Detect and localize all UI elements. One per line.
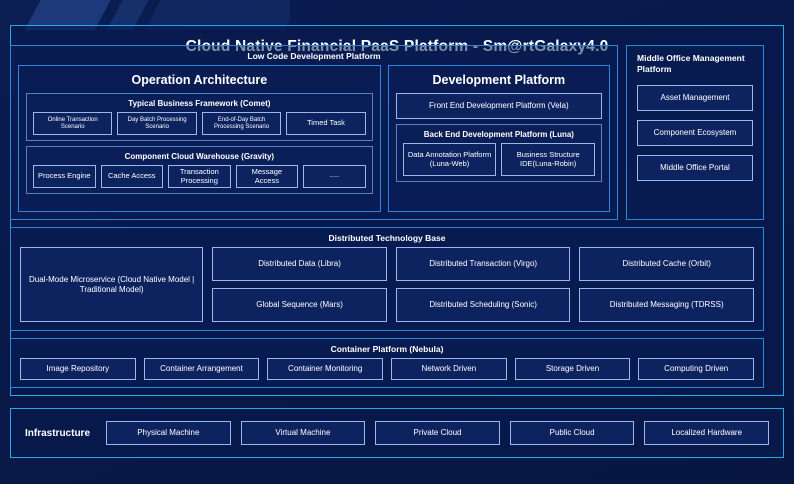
front-end-wrap: Front End Development Platform (Vela) bbox=[389, 93, 609, 124]
chip-container-monitoring[interactable]: Container Monitoring bbox=[267, 358, 384, 380]
container-platform-items: Image Repository Container Arrangement C… bbox=[11, 358, 763, 387]
typical-business-framework-title: Typical Business Framework (Comet) bbox=[128, 99, 271, 108]
operation-architecture-section: Operation Architecture Typical Business … bbox=[18, 65, 381, 212]
chip-computing-driven[interactable]: Computing Driven bbox=[638, 358, 755, 380]
chip-private-cloud[interactable]: Private Cloud bbox=[375, 421, 500, 445]
middle-office-management-platform-section: Middle Office Management Platform Asset … bbox=[626, 45, 764, 220]
chip-data-annotation-platform[interactable]: Data Annotation Platform (Luna-Web) bbox=[402, 143, 497, 176]
chip-dual-mode-microservice[interactable]: Dual-Mode Microservice (Cloud Native Mod… bbox=[20, 247, 204, 322]
dual-mode-microservice-wrap: Dual-Mode Microservice (Cloud Native Mod… bbox=[20, 247, 204, 322]
chip-distributed-scheduling[interactable]: Distributed Scheduling (Sonic) bbox=[395, 288, 571, 322]
chip-business-structure-ide[interactable]: Business Structure IDE(Luna-Robin) bbox=[501, 143, 595, 176]
chip-component-ecosystem[interactable]: Component Ecosystem bbox=[637, 119, 753, 146]
chip-front-end-development-platform[interactable]: Front End Development Platform (Vela) bbox=[395, 93, 602, 119]
chip-public-cloud[interactable]: Public Cloud bbox=[509, 421, 635, 445]
chip-storage-driven[interactable]: Storage Driven bbox=[514, 358, 631, 380]
chip-cache-access[interactable]: Cache Access bbox=[100, 165, 164, 188]
component-cloud-warehouse-group: Component Cloud Warehouse (Gravity) Proc… bbox=[26, 146, 373, 194]
chip-end-of-day-batch-processing-scenario[interactable]: End-of-Day Batch Processing Scenario bbox=[201, 112, 282, 135]
chip-middle-office-portal[interactable]: Middle Office Portal bbox=[637, 154, 753, 181]
chip-message-access[interactable]: Message Access bbox=[235, 165, 299, 188]
chip-container-arrangement[interactable]: Container Arrangement bbox=[143, 358, 260, 380]
back-end-development-platform-group: Back End Development Platform (Luna) Dat… bbox=[395, 124, 602, 182]
chip-distributed-cache[interactable]: Distributed Cache (Orbit) bbox=[579, 247, 754, 281]
low-code-development-platform-section: Low Code Development Platform Operation … bbox=[10, 45, 618, 220]
top-row: Low Code Development Platform Operation … bbox=[10, 45, 764, 220]
dtb-column-3: Distributed Transaction (Virgo) Distribu… bbox=[395, 247, 571, 322]
back-end-development-platform-title: Back End Development Platform (Luna) bbox=[423, 130, 574, 139]
component-cloud-warehouse-items: Process Engine Cache Access Transaction … bbox=[27, 165, 372, 188]
chip-physical-machine[interactable]: Physical Machine bbox=[106, 421, 231, 445]
chip-distributed-messaging[interactable]: Distributed Messaging (TDRSS) bbox=[579, 288, 754, 322]
chip-asset-management[interactable]: Asset Management bbox=[637, 84, 753, 111]
chip-localized-hardware[interactable]: Localized Hardware bbox=[644, 421, 769, 445]
component-cloud-warehouse-title: Component Cloud Warehouse (Gravity) bbox=[124, 152, 275, 161]
back-end-items: Data Annotation Platform (Luna-Web) Busi… bbox=[397, 143, 601, 176]
chip-transaction-processing[interactable]: Transaction Processing bbox=[168, 165, 231, 188]
container-platform-header: Container Platform (Nebula) bbox=[330, 344, 444, 354]
distributed-technology-base-header: Distributed Technology Base bbox=[328, 233, 446, 243]
chip-distributed-transaction[interactable]: Distributed Transaction (Virgo) bbox=[395, 247, 571, 281]
chip-timed-task[interactable]: Timed Task bbox=[286, 112, 366, 135]
infrastructure-panel: Infrastructure Physical Machine Virtual … bbox=[10, 408, 784, 458]
low-code-header: Low Code Development Platform bbox=[247, 51, 381, 61]
chip-process-engine[interactable]: Process Engine bbox=[33, 165, 96, 188]
middle-office-title: Middle Office Management Platform bbox=[637, 53, 745, 75]
chip-more-ellipsis[interactable]: ...... bbox=[303, 165, 366, 188]
dtb-column-4: Distributed Cache (Orbit) Distributed Me… bbox=[579, 247, 754, 322]
operation-architecture-title: Operation Architecture bbox=[131, 73, 268, 87]
development-platform-section: Development Platform Front End Developme… bbox=[387, 65, 610, 212]
chip-day-batch-processing-scenario[interactable]: Day Batch Processing Scenario bbox=[117, 112, 197, 135]
container-platform-section: Container Platform (Nebula) Image Reposi… bbox=[10, 338, 764, 388]
chip-network-driven[interactable]: Network Driven bbox=[391, 358, 507, 380]
distributed-technology-base-section: Distributed Technology Base Dual-Mode Mi… bbox=[10, 227, 764, 331]
chip-distributed-data[interactable]: Distributed Data (Libra) bbox=[212, 247, 387, 281]
chip-online-transaction-scenario[interactable]: Online Transaction Scenario bbox=[33, 112, 113, 135]
chip-global-sequence[interactable]: Global Sequence (Mars) bbox=[212, 288, 387, 322]
typical-business-framework-group: Typical Business Framework (Comet) Onlin… bbox=[26, 93, 373, 141]
typical-business-framework-items: Online Transaction Scenario Day Batch Pr… bbox=[27, 112, 372, 135]
infrastructure-label: Infrastructure bbox=[25, 427, 91, 439]
chip-virtual-machine[interactable]: Virtual Machine bbox=[240, 421, 366, 445]
chip-image-repository[interactable]: Image Repository bbox=[20, 358, 136, 380]
dtb-column-2: Distributed Data (Libra) Global Sequence… bbox=[212, 247, 387, 322]
development-platform-title: Development Platform bbox=[432, 73, 566, 87]
